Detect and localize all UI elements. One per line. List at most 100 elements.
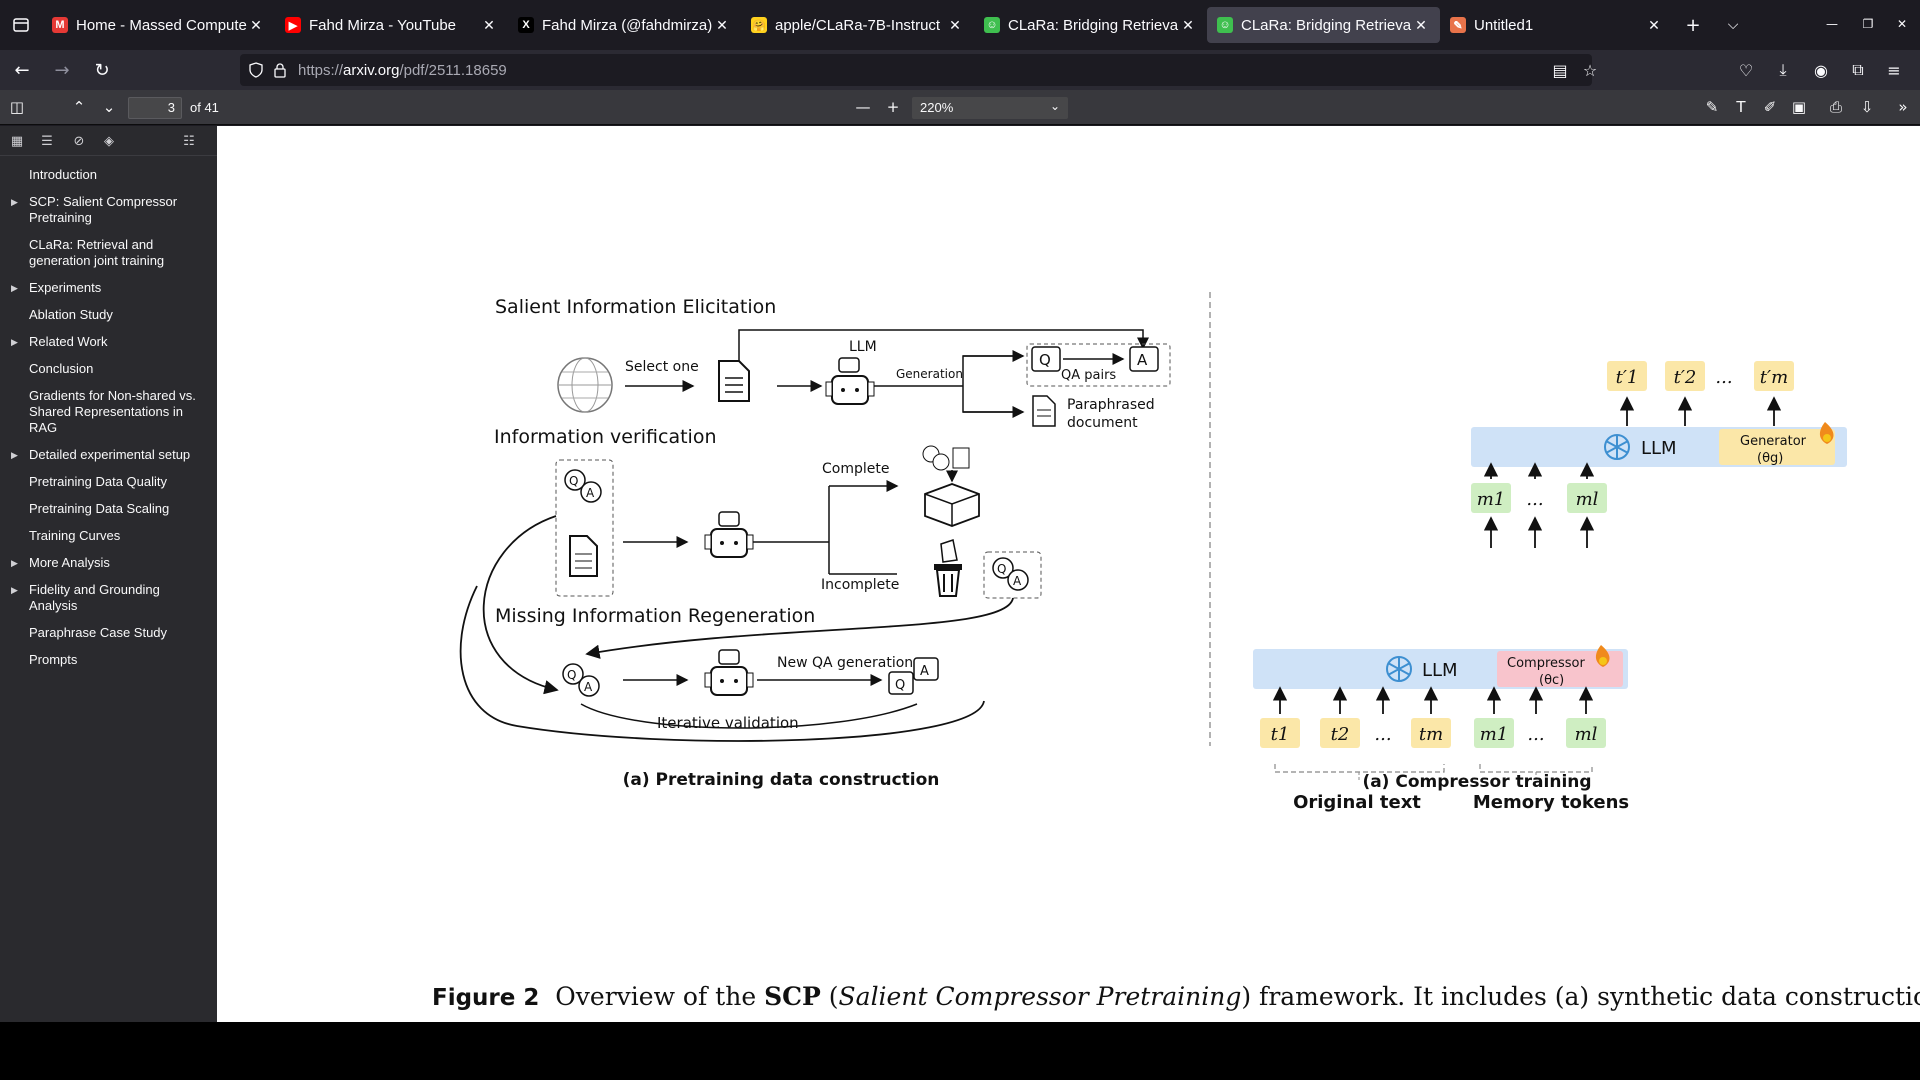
outline-item[interactable]: ▶Experiments [0, 277, 217, 299]
outline-item[interactable]: CLaRa: Retrieval and generation joint tr… [0, 234, 217, 272]
tab-close-icon[interactable]: ✕ [949, 16, 961, 33]
forward-button[interactable]: → [44, 54, 80, 86]
tab-close-icon[interactable]: ✕ [716, 16, 728, 33]
tools-menu-button[interactable]: » [1890, 95, 1916, 119]
expand-triangle-icon[interactable]: ▶ [11, 450, 18, 460]
reload-button[interactable]: ↻ [84, 54, 120, 86]
zoom-out-button[interactable]: — [850, 95, 876, 119]
url-bar[interactable]: https://arxiv.org/pdf/2511.18659 [240, 54, 1592, 86]
outline-item[interactable]: Gradients for Non-shared vs. Shared Repr… [0, 385, 217, 439]
plus-icon: + [886, 98, 900, 116]
reader-view-button[interactable]: ▤ [1548, 58, 1572, 82]
toggle-sidebar-button[interactable]: ◫ [4, 95, 30, 119]
browser-tab[interactable]: ▶Fahd Mirza - YouTube✕ [275, 7, 508, 43]
tab-close-icon[interactable]: ✕ [483, 16, 495, 33]
tab-close-icon[interactable]: ✕ [1182, 16, 1194, 33]
outline-button[interactable]: ☰ [36, 131, 58, 151]
section-missing-information-regeneration: Missing Information Regeneration [495, 605, 815, 627]
outline-item[interactable]: ▶ SCP: Salient Compressor Pretraining [0, 191, 217, 229]
pdf-viewer: Salient Information Elicitation Select o… [217, 126, 1920, 1022]
section-salient-information-elicitation: Salient Information Elicitation [495, 296, 776, 318]
arrow-left-icon: ← [14, 59, 30, 81]
svg-text:ml: ml [1576, 489, 1599, 510]
previous-page-button[interactable]: ⌃ [66, 95, 92, 119]
tab-favicon-icon: 🤗 [751, 17, 767, 33]
downloads-button[interactable]: ⤓ [1771, 58, 1795, 82]
expand-triangle-icon[interactable]: ▶ [11, 197, 18, 207]
qa-icon: QA [992, 557, 1029, 591]
print-icon: ⎙ [1829, 98, 1842, 116]
image-button[interactable]: ▣ [1786, 95, 1812, 119]
fire-icon [1595, 645, 1610, 667]
browser-tab[interactable]: ☺CLaRa: Bridging Retrieval✕ [1207, 7, 1440, 43]
outline-item[interactable]: ▶ Detailed experimental setup [0, 444, 217, 466]
svg-text:tm: tm [1419, 724, 1443, 745]
document-icon [718, 360, 750, 402]
memory-token: ml [1567, 483, 1607, 513]
browser-tab[interactable]: ☺CLaRa: Bridging Retrieval✕ [974, 7, 1207, 43]
zoom-select[interactable]: 220%⌄ [912, 97, 1068, 119]
thumbnails-button[interactable]: ▦ [6, 131, 28, 151]
outline-item[interactable]: Paraphrase Case Study [0, 622, 217, 644]
outline-item[interactable]: Prompts [0, 649, 217, 671]
outline-item[interactable]: Training Curves [0, 525, 217, 547]
expand-triangle-icon[interactable]: ▶ [11, 337, 18, 347]
outline-item-label: Conclusion [29, 361, 94, 376]
list-all-tabs-button[interactable]: ⌵ [1713, 7, 1753, 43]
bookmark-button[interactable]: ☆ [1578, 58, 1602, 82]
outline-item[interactable]: ▶Related Work [0, 331, 217, 353]
next-page-button[interactable]: ⌄ [96, 95, 122, 119]
expand-triangle-icon[interactable]: ▶ [11, 283, 18, 293]
tab-close-icon[interactable]: ✕ [1648, 16, 1660, 33]
outline-item[interactable]: Pretraining Data Scaling [0, 498, 217, 520]
close-window-button[interactable]: ✕ [1890, 12, 1914, 36]
tab-close-icon[interactable]: ✕ [250, 16, 262, 33]
current-outline-button[interactable]: ☷ [178, 131, 200, 151]
back-button[interactable]: ← [4, 54, 40, 86]
tab-close-icon[interactable]: ✕ [1415, 16, 1427, 33]
svg-text:A: A [586, 486, 595, 500]
svg-text:t′2: t′2 [1674, 367, 1697, 388]
firefox-view-button[interactable] [0, 0, 42, 50]
outline-item[interactable]: Introduction [0, 164, 217, 186]
outline-item[interactable]: Ablation Study [0, 304, 217, 326]
highlight-button[interactable]: ✎ [1699, 95, 1725, 119]
outline-item[interactable]: ▶More Analysis [0, 552, 217, 574]
new-tab-button[interactable]: + [1673, 7, 1713, 43]
complete-label: Complete [822, 461, 889, 477]
figure-caption: Figure 2 Overview of the SCP (Salient Co… [432, 982, 1920, 1011]
text-button[interactable]: T [1728, 95, 1754, 119]
incomplete-label: Incomplete [821, 577, 899, 593]
outline-item[interactable]: Conclusion [0, 358, 217, 380]
attachments-button[interactable]: ⊘ [68, 131, 90, 151]
memory-token: ml [1566, 718, 1606, 748]
page-number-input[interactable]: 3 [128, 97, 182, 119]
text-token: t2 [1320, 718, 1360, 748]
svg-text:m1: m1 [1477, 489, 1506, 510]
outline-item-label: Fidelity and Grounding Analysis [29, 582, 160, 613]
draw-button[interactable]: ✐ [1757, 95, 1783, 119]
restore-button[interactable]: ❐ [1856, 12, 1880, 36]
outline-item-label: Detailed experimental setup [29, 447, 191, 462]
save-button[interactable]: ⇩ [1854, 95, 1880, 119]
browser-tab[interactable]: 🤗apple/CLaRa-7B-Instruct✕ [741, 7, 974, 43]
print-button[interactable]: ⎙ [1823, 95, 1849, 119]
pocket-button[interactable]: ♡ [1734, 58, 1758, 82]
outline-item[interactable]: Pretraining Data Quality [0, 471, 217, 493]
extensions-button[interactable]: ⧉ [1846, 58, 1870, 82]
reader-view-icon: ▤ [1552, 60, 1568, 80]
expand-triangle-icon[interactable]: ▶ [11, 558, 18, 568]
minimize-button[interactable]: — [1820, 12, 1844, 36]
outline-item-label: SCP: Salient Compressor Pretraining [29, 194, 178, 225]
layers-button[interactable]: ◈ [98, 131, 120, 151]
left-subcaption: (a) Pretraining data construction [623, 770, 940, 790]
browser-tab[interactable]: ✎Untitled1✕ [1440, 7, 1673, 43]
menu-button[interactable]: ≡ [1882, 58, 1906, 82]
outline-item[interactable]: ▶ Fidelity and Grounding Analysis [0, 579, 217, 617]
account-button[interactable]: ◉ [1809, 58, 1833, 82]
expand-triangle-icon[interactable]: ▶ [11, 585, 18, 595]
zoom-in-button[interactable]: + [880, 95, 906, 119]
